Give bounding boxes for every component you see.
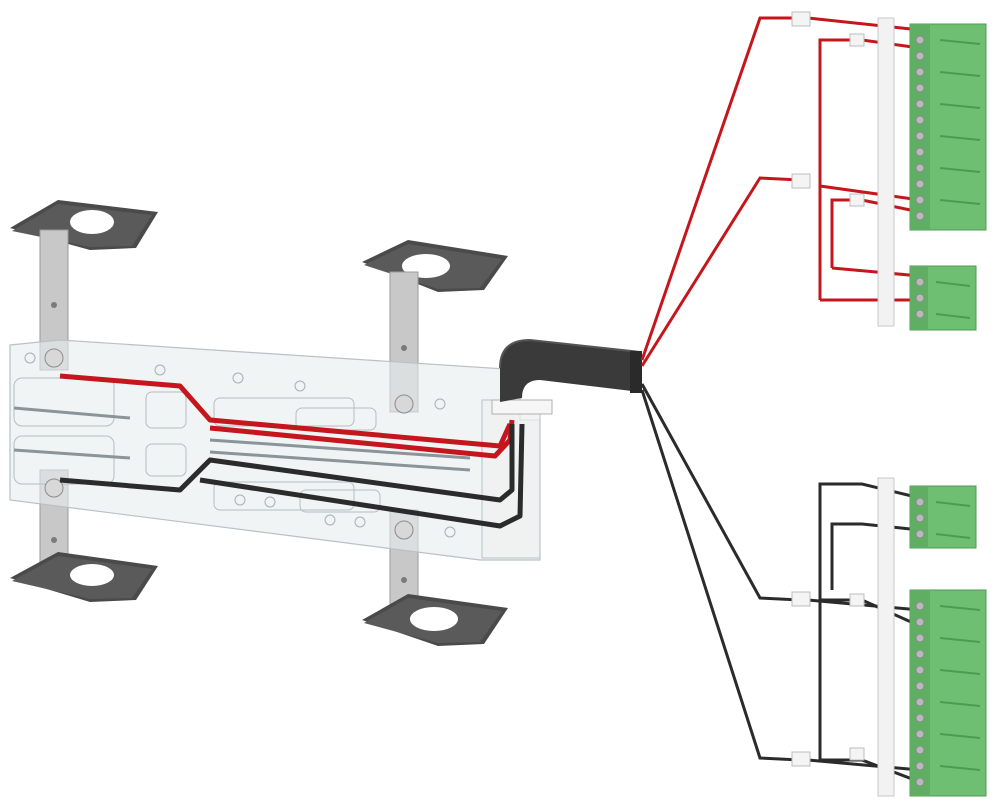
mounting-bracket-bottom-left xyxy=(10,469,158,602)
red-distribution-wires xyxy=(807,16,921,302)
bracket-screws xyxy=(44,348,414,540)
black-fanout-wires xyxy=(640,383,801,762)
mounting-bracket-top-left xyxy=(10,200,158,371)
red-fanout-wires xyxy=(640,16,801,367)
multicore-cable xyxy=(499,338,642,402)
white-header-strip-top xyxy=(791,11,895,327)
black-distribution-wires xyxy=(807,482,921,784)
black-wire-bundle-pcb xyxy=(59,423,525,529)
mounting-bracket-top-right xyxy=(362,240,508,413)
white-header-strip-bottom xyxy=(791,477,895,797)
green-terminal-connector-2 xyxy=(909,265,977,331)
mounting-bracket-bottom-right xyxy=(362,509,508,646)
transparent-busbar-pcb xyxy=(9,339,553,561)
green-terminal-connector-1 xyxy=(909,23,987,231)
green-terminal-connector-4 xyxy=(909,589,987,797)
green-terminal-connector-3 xyxy=(909,485,977,549)
